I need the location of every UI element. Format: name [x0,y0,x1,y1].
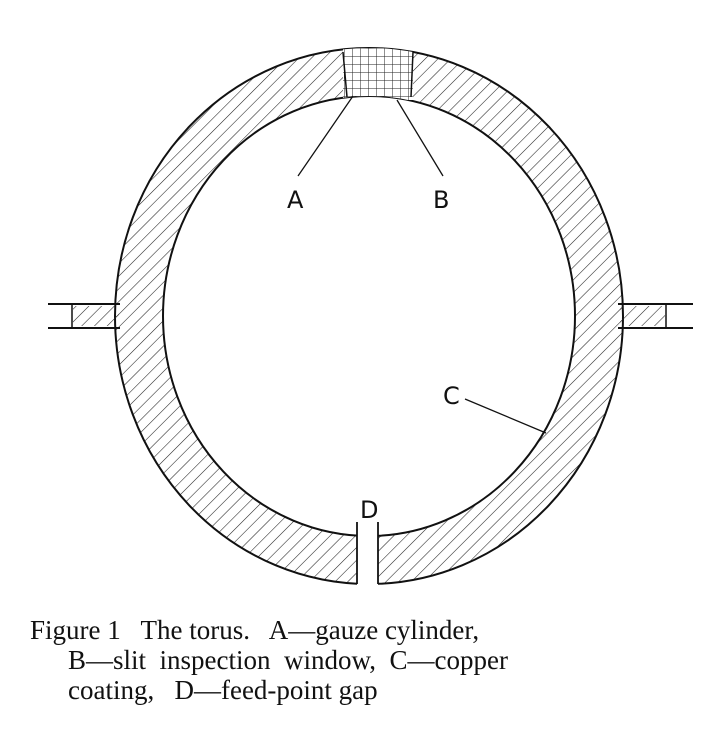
leader-line-b [396,99,444,177]
leader-line-c [464,398,547,434]
torus-diagram: A B C D [48,47,693,586]
figure-caption: Figure 1 The torus. A—gauze cylinder, B—… [30,615,720,705]
left-port-stub [48,303,120,329]
label-d: D [360,496,378,524]
gauze-cylinder [343,48,413,100]
leader-line-a [297,95,354,177]
slit-window-edge-right [410,51,414,98]
right-port-stub [618,303,693,329]
label-b: B [433,186,449,214]
label-c: C [443,382,460,410]
caption-line-3: coating, D—feed-point gap [68,675,378,705]
label-a: A [287,186,304,214]
caption-line-2: B—slit inspection window, C—copper [68,645,508,675]
feed-point-gap [357,520,378,586]
slit-window-edge-left [342,51,348,98]
caption-line-1: Figure 1 The torus. A—gauze cylinder, [30,615,480,645]
